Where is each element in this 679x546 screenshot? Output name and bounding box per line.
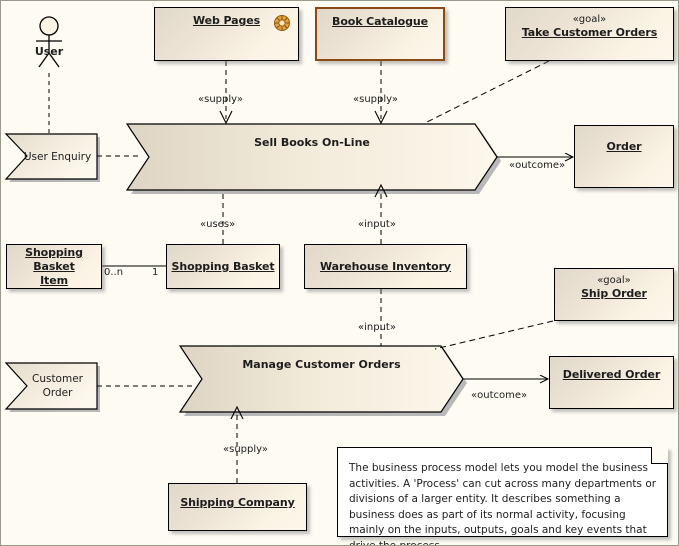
event-customer-order-label: Customer Order: [22, 363, 93, 409]
artifact-warehouse-inventory[interactable]: Warehouse Inventory: [304, 244, 467, 289]
goal-ship-order[interactable]: «goal» Ship Order: [554, 268, 674, 321]
edge-label-input-warehouse-top: «input»: [358, 219, 396, 230]
artifact-order[interactable]: Order: [574, 125, 674, 188]
event-customer-order-line2: Order: [42, 387, 73, 399]
artifact-order-label: Order: [606, 140, 642, 153]
artifact-web-pages[interactable]: Web Pages: [154, 7, 299, 61]
artifact-delivered-order-label: Delivered Order: [562, 368, 661, 381]
process-manage-customer-orders-label: Manage Customer Orders: [242, 358, 401, 371]
goal-take-customer-orders-stereotype: «goal»: [572, 14, 607, 25]
artifact-shopping-basket-item[interactable]: Shopping Basket Item: [6, 244, 102, 289]
edge-label-supply-book-catalogue: «supply»: [353, 94, 398, 105]
process-sell-books-online[interactable]: Sell Books On-Line: [127, 124, 497, 190]
artifact-shipping-company-label: Shipping Company: [180, 496, 295, 509]
component-gear-icon: [274, 15, 290, 31]
artifact-shopping-basket-item-line1: Shopping Basket: [25, 245, 83, 273]
event-user-enquiry[interactable]: User Enquiry: [6, 134, 97, 179]
multiplicity-item-end: 0..n: [104, 267, 124, 278]
edge-label-outcome-order: «outcome»: [509, 160, 566, 171]
artifact-shipping-company[interactable]: Shipping Company: [168, 483, 307, 531]
edge-label-input-warehouse-bottom: «input»: [358, 322, 396, 333]
multiplicity-basket-end: 1: [152, 267, 159, 278]
artifact-book-catalogue-label: Book Catalogue: [332, 15, 428, 28]
artifact-web-pages-label: Web Pages: [192, 14, 261, 27]
goal-take-customer-orders-label: Take Customer Orders: [521, 26, 658, 39]
event-user-enquiry-label: User Enquiry: [23, 150, 92, 163]
edge-label-supply-shipping-company: «supply»: [223, 444, 268, 455]
note-dogear-icon: [651, 447, 668, 464]
edge-goal-ship-order: [434, 320, 554, 350]
artifact-shopping-basket[interactable]: Shopping Basket: [166, 244, 280, 289]
goal-ship-order-stereotype: «goal»: [597, 275, 631, 286]
process-sell-books-online-label: Sell Books On-Line: [254, 136, 370, 149]
goal-take-customer-orders[interactable]: «goal» Take Customer Orders: [505, 7, 674, 61]
artifact-delivered-order[interactable]: Delivered Order: [549, 356, 674, 409]
artifact-shopping-basket-item-line2: Item: [40, 273, 68, 287]
edge-label-uses-shopping-basket: «uses»: [200, 219, 236, 230]
note-text: The business process model lets you mode…: [349, 462, 657, 546]
artifact-warehouse-inventory-label: Warehouse Inventory: [319, 259, 451, 273]
process-manage-customer-orders[interactable]: Manage Customer Orders: [180, 346, 463, 412]
actor-user-icon: [36, 16, 62, 68]
edge-label-outcome-delivered-order: «outcome»: [471, 390, 528, 401]
goal-ship-order-label: Ship Order: [581, 287, 647, 300]
event-customer-order[interactable]: Customer Order: [6, 363, 97, 409]
event-customer-order-line1: Customer: [31, 373, 83, 385]
artifact-shopping-basket-label: Shopping Basket: [171, 259, 275, 273]
artifact-book-catalogue[interactable]: Book Catalogue: [315, 7, 445, 61]
note-business-process-model: The business process model lets you mode…: [337, 447, 668, 545]
edge-goal-take-orders: [424, 60, 550, 124]
edge-label-supply-web-pages: «supply»: [198, 94, 243, 105]
artifact-shopping-basket-item-label: Shopping Basket Item: [7, 246, 101, 288]
actor-user-label: User: [34, 45, 64, 58]
